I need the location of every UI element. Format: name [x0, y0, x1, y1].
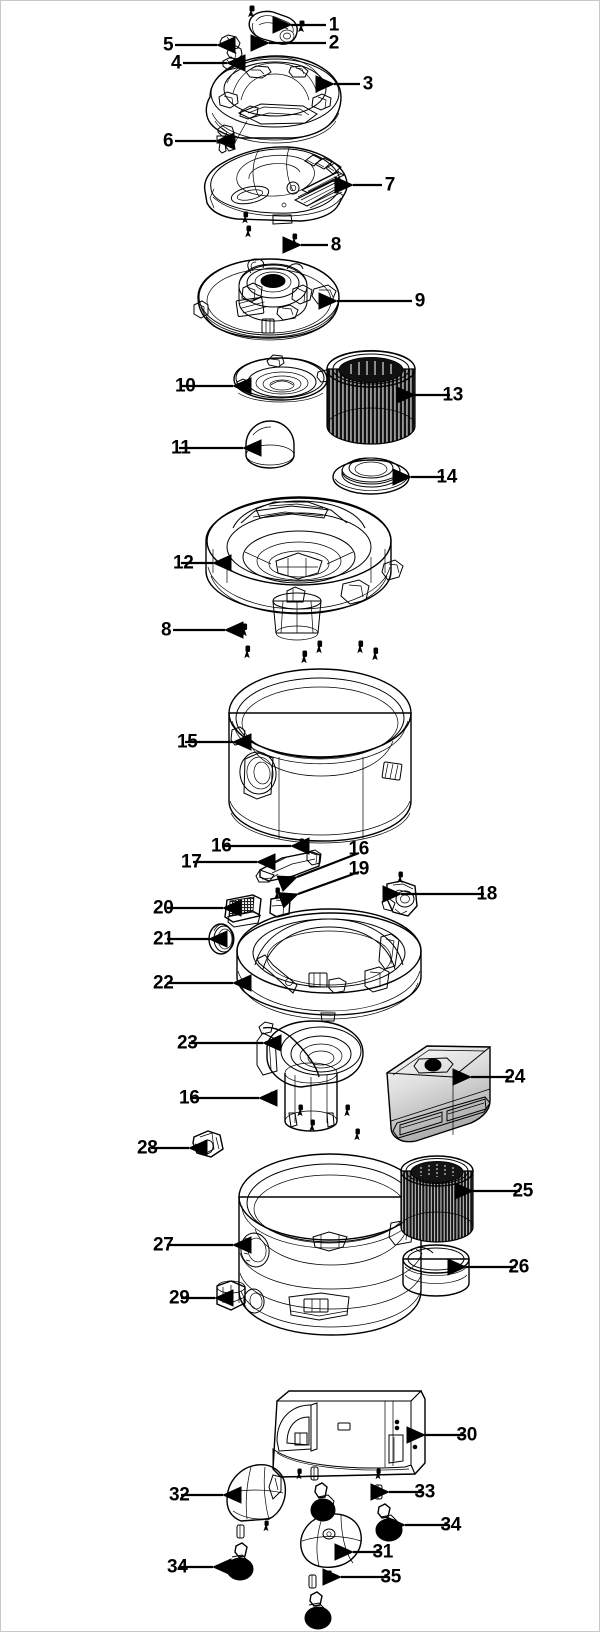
- part-foam-sleeve-filter: [400, 1155, 474, 1243]
- part-caster-cover-right: [300, 1513, 362, 1568]
- callout-32: 32: [169, 1484, 190, 1506]
- part-gasket-ring: [208, 923, 235, 955]
- part-drum-collar: [236, 908, 422, 1022]
- part-lower-drum: [238, 1153, 423, 1336]
- callout-16c: 16: [179, 1087, 200, 1109]
- leader-16b: [276, 851, 360, 892]
- callout-21: 21: [153, 928, 174, 950]
- callout-19: 19: [348, 858, 369, 880]
- callout-14: 14: [436, 466, 457, 488]
- part-caster-cover-left: [226, 1464, 287, 1522]
- callout-16a: 16: [211, 835, 232, 857]
- leader-19: [277, 870, 360, 909]
- callout-30: 30: [456, 1424, 477, 1446]
- callout-35: 35: [380, 1566, 401, 1588]
- callout-13: 13: [442, 384, 463, 406]
- part-motor-housing: [205, 496, 404, 641]
- caster-wheel-34b: [226, 1542, 254, 1581]
- caster-wheel-34a: [375, 1503, 403, 1542]
- callout-22: 22: [153, 972, 174, 994]
- callout-10: 10: [175, 375, 196, 397]
- caster-wheel-a: [310, 1482, 336, 1522]
- callout-20: 20: [153, 897, 174, 919]
- callout-6: 6: [163, 130, 174, 152]
- screws-8-group-b: [241, 623, 379, 664]
- callout-15: 15: [177, 731, 198, 753]
- callout-5: 5: [163, 34, 174, 56]
- callout-8: 8: [330, 234, 342, 256]
- screw-16b: [274, 887, 280, 900]
- part-blower-housing: [256, 1020, 364, 1132]
- part-latch-clip: [216, 124, 236, 154]
- callout-28: 28: [137, 1137, 158, 1159]
- callout-3: 3: [362, 73, 374, 95]
- callout-9: 9: [414, 290, 426, 312]
- fasteners-and-casters: [296, 1466, 403, 1542]
- callout-2: 2: [328, 32, 340, 54]
- part-filter-retaining-ring: [402, 1244, 470, 1297]
- screw-8-labeled: [291, 233, 298, 246]
- screw-35: [326, 1570, 332, 1582]
- caster-left-group: [226, 1520, 269, 1581]
- callout-4: 4: [171, 52, 182, 74]
- callout-27: 27: [153, 1234, 174, 1256]
- callout-12: 12: [173, 552, 194, 574]
- callout-1: 1: [328, 14, 340, 36]
- callout-33: 33: [414, 1481, 435, 1503]
- callout-25: 25: [512, 1180, 533, 1202]
- part-float-ball: [245, 420, 295, 469]
- axle-pin-34b: [236, 1524, 245, 1539]
- callout-11: 11: [171, 437, 191, 459]
- part-drain-cap: [192, 1130, 224, 1158]
- caster-wheel-bottom: [304, 1591, 332, 1630]
- callout-17: 17: [181, 851, 202, 873]
- callout-23: 23: [177, 1032, 198, 1054]
- part-caster-base: [272, 1390, 426, 1478]
- callout-18: 18: [476, 883, 497, 905]
- callout-8b: 8: [161, 619, 172, 641]
- part-drain-plug: [216, 1280, 246, 1311]
- part-upper-drum: [228, 668, 412, 844]
- axle-pin-33: [374, 1484, 383, 1500]
- part-latch-catch: [269, 887, 291, 918]
- axle-pin-left: [310, 1466, 319, 1481]
- screws-16-group: [269, 1091, 360, 1141]
- callout-7: 7: [384, 174, 396, 196]
- part-motor-assembly: [193, 258, 340, 341]
- callout-26: 26: [508, 1256, 529, 1278]
- callout-34b: 34: [167, 1556, 188, 1578]
- part-cartridge-filter: [326, 350, 416, 445]
- axle-pin-35: [308, 1574, 317, 1589]
- part-accessory-tray: [385, 1045, 492, 1143]
- callout-16b: 16: [348, 838, 369, 860]
- callout-31: 31: [372, 1541, 393, 1563]
- part-lid-cover: [205, 55, 342, 147]
- part-filter-screen: [224, 894, 262, 928]
- callout-29: 29: [169, 1287, 190, 1309]
- callout-24: 24: [504, 1066, 525, 1088]
- callout-34a: 34: [440, 1514, 461, 1536]
- screw-1a: [248, 5, 255, 18]
- screw-16-labeled: [269, 1091, 275, 1104]
- part-filter-cage-seal: [332, 457, 410, 495]
- leader-lines: [151, 16, 520, 1586]
- screw-8-labeled-b: [241, 623, 248, 637]
- part-filter-retainer-plate: [233, 354, 332, 403]
- screw-16a: [298, 838, 305, 851]
- part-motor-cover: [203, 146, 348, 225]
- screws-8-group-a: [242, 211, 298, 246]
- caster-bottom-group: [304, 1570, 332, 1630]
